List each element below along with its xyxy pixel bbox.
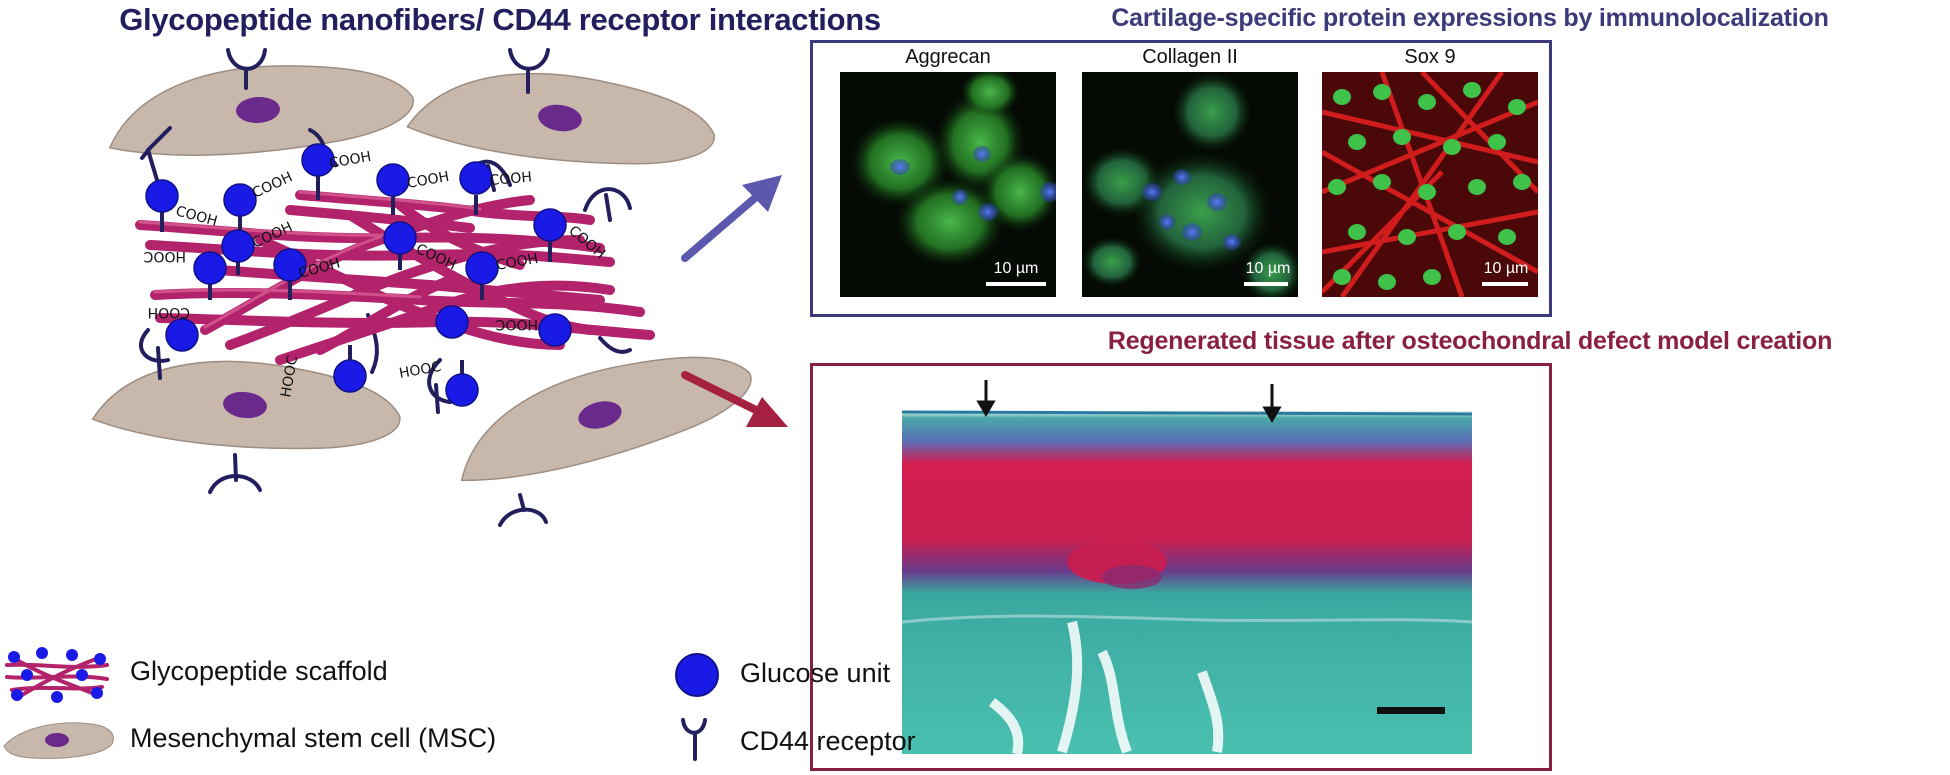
cooh-label: COOH bbox=[406, 169, 450, 192]
hooc-label: HOOC bbox=[278, 354, 301, 399]
legend-scaffold-icon bbox=[5, 647, 109, 703]
hooc-label: HOOC bbox=[143, 248, 186, 264]
hooc-label: HOOC bbox=[398, 359, 443, 382]
cooh-label: COOH bbox=[495, 251, 539, 274]
legend-scaffold-label: Glycopeptide scaffold bbox=[130, 656, 388, 686]
cooh-label: COOH bbox=[489, 169, 533, 189]
scale-bar-label: 10 µm bbox=[1245, 260, 1291, 277]
legend-msc-icon bbox=[3, 722, 114, 759]
micrograph-aggrecan: 10 µm bbox=[840, 72, 1056, 297]
panel-label-sox9: Sox 9 bbox=[1404, 46, 1456, 68]
scale-bar-label: 10 µm bbox=[1483, 260, 1529, 277]
legend-cd44-icon bbox=[681, 718, 707, 761]
cooh-label: COOH bbox=[148, 304, 190, 320]
hooc-label: HOOC bbox=[495, 316, 538, 332]
regen-section-title: Regenerated tissue after osteochondral d… bbox=[1107, 327, 1833, 355]
legend-glucose-icon bbox=[675, 653, 719, 697]
cooh-label: COOH bbox=[328, 149, 372, 172]
histology-image bbox=[902, 372, 1472, 754]
scale-bar-label: 10 µm bbox=[993, 260, 1039, 277]
arrow-to-regenerated-tissue bbox=[681, 371, 788, 427]
scaffold-schematic: COOH COOH COOH COOH COOH COOH COOH COOH … bbox=[90, 48, 762, 527]
immuno-section-title: Cartilage-specific protein expressions b… bbox=[1111, 4, 1829, 32]
diagram-title: Glycopeptide nanofibers/ CD44 receptor i… bbox=[119, 2, 881, 37]
panel-label-collagen-ii: Collagen II bbox=[1142, 46, 1238, 68]
panel-label-aggrecan: Aggrecan bbox=[905, 46, 991, 68]
micrograph-sox9: 10 µm bbox=[1322, 72, 1538, 297]
legend-msc-label: Mesenchymal stem cell (MSC) bbox=[130, 723, 497, 753]
arrow-to-immunolocalization bbox=[681, 175, 782, 262]
legend-cd44-label: CD44 receptor bbox=[740, 726, 916, 756]
legend-glucose-label: Glucose unit bbox=[740, 658, 891, 688]
micrograph-collagen-ii: 10 µm bbox=[1082, 72, 1298, 297]
cooh-label: COOH bbox=[250, 169, 295, 201]
